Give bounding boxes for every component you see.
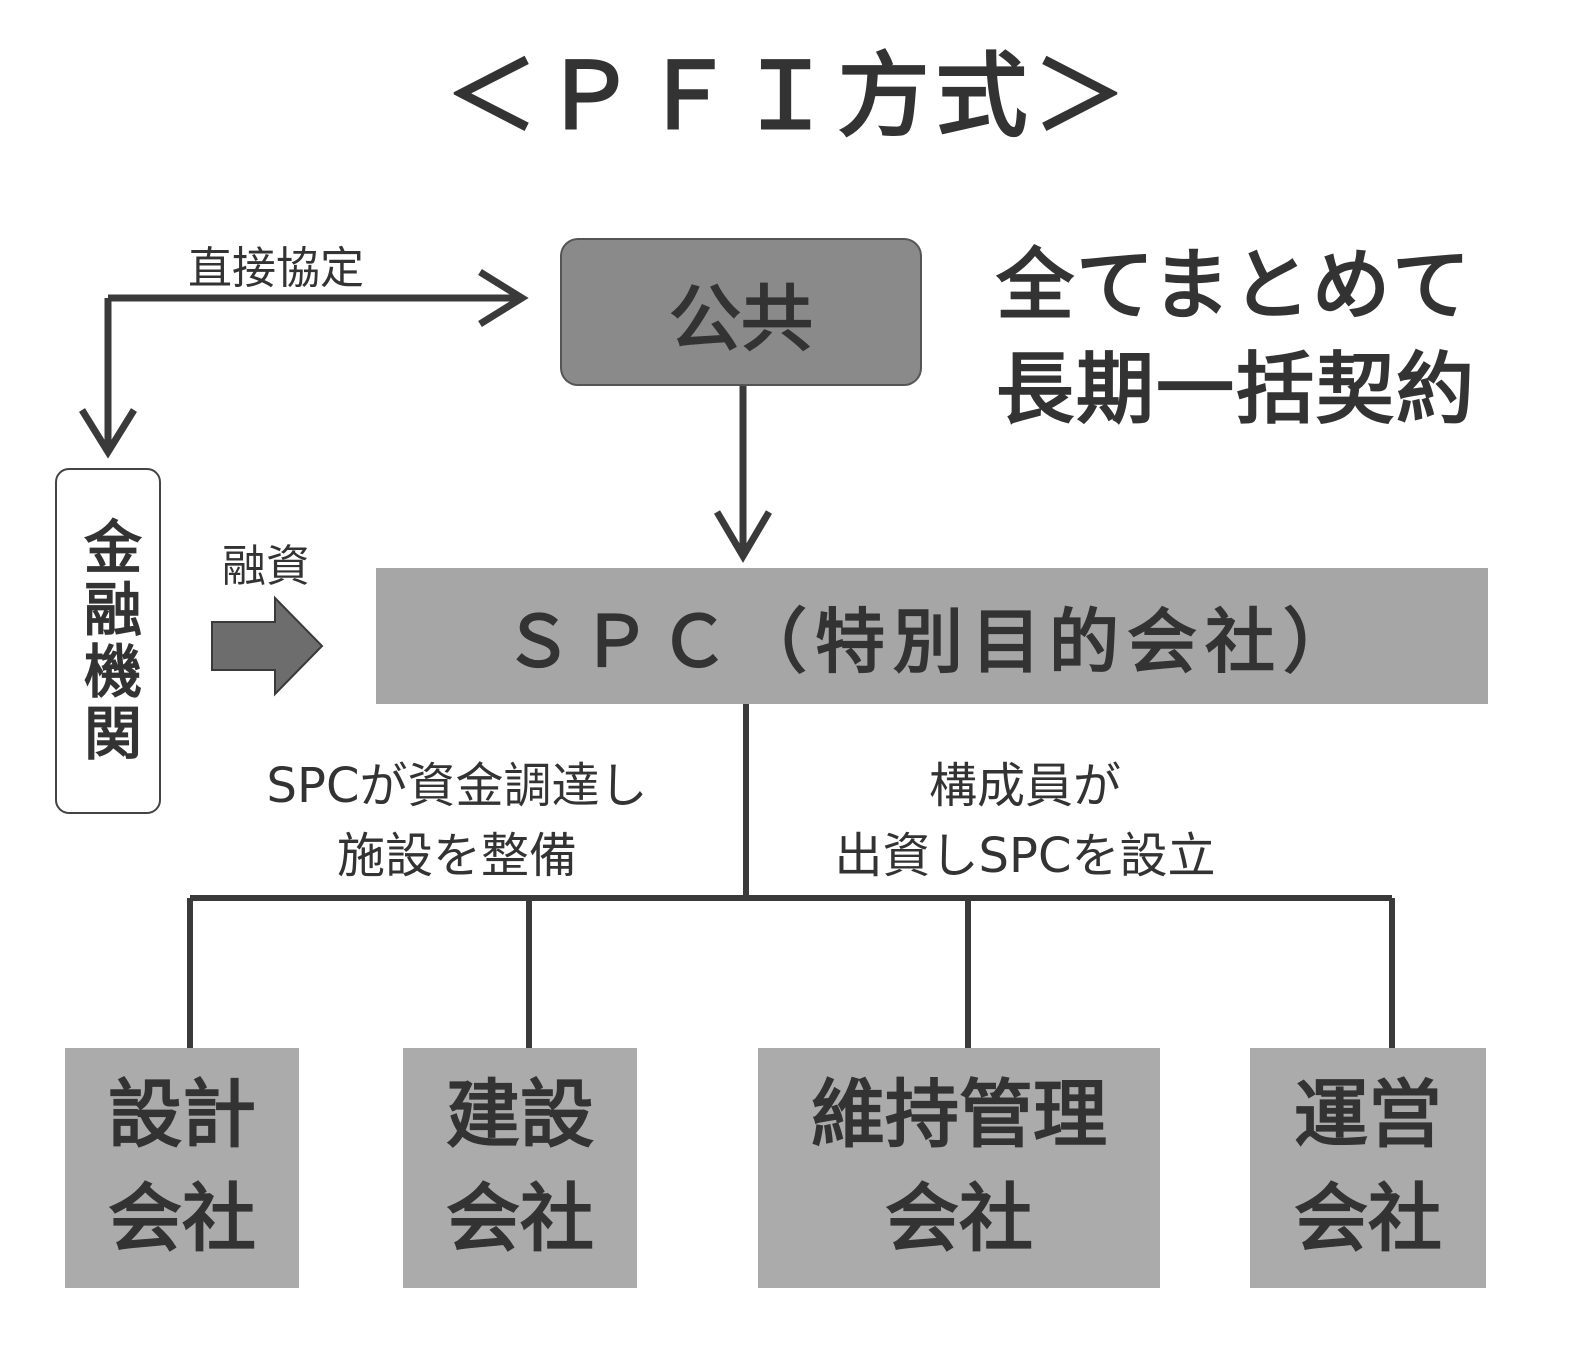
company-name: 建設 <box>446 1072 594 1159</box>
company-construction: 建設 会社 <box>403 1048 637 1288</box>
public-node: 公共 <box>560 238 922 386</box>
financing-arrow <box>211 595 324 697</box>
company-suffix: 会社 <box>446 1176 594 1262</box>
financing-label: 融資 <box>222 541 310 592</box>
arrow-head-to-bank <box>79 408 137 459</box>
company-operation: 運営 会社 <box>1250 1048 1486 1288</box>
company-name: 維持管理 <box>811 1072 1107 1159</box>
company-suffix: 会社 <box>1294 1176 1442 1262</box>
caption-right-line-1: 構成員が <box>928 758 1121 814</box>
diagram-title: ＜ＰＦＩ方式＞ <box>445 43 1132 150</box>
caption-left-line-2: 施設を整備 <box>336 827 577 884</box>
company-suffix: 会社 <box>885 1176 1033 1262</box>
company-maintenance: 維持管理 会社 <box>758 1048 1160 1288</box>
caption-left: SPCが資金調達し 施設を整備 <box>222 752 692 891</box>
arrow-head-to-public <box>478 269 529 327</box>
bank-node: 金融機関 <box>55 468 161 814</box>
company-name: 設計 <box>108 1072 256 1159</box>
direct-agreement-label: 直接協定 <box>188 243 364 294</box>
caption-left-line-1: SPCが資金調達し <box>266 758 648 814</box>
caption-right: 構成員が 出資しSPCを設立 <box>790 752 1260 891</box>
spc-node: ＳＰＣ（特別目的会社） <box>376 568 1488 704</box>
slogan-line-2: 長期一括契約 <box>996 344 1477 435</box>
company-name: 運営 <box>1294 1072 1442 1159</box>
slogan: 全てまとめて 長期一括契約 <box>996 235 1476 442</box>
company-suffix: 会社 <box>108 1176 256 1262</box>
company-design: 設計 会社 <box>65 1048 299 1288</box>
slogan-line-1: 全てまとめて <box>996 241 1473 331</box>
caption-right-line-2: 出資しSPCを設立 <box>834 827 1216 884</box>
arrow-head-to-spc <box>713 510 773 563</box>
